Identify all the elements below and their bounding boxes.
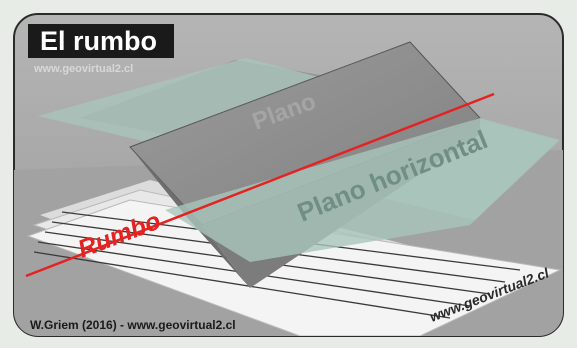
watermark-top: www.geovirtual2.cl <box>33 63 133 75</box>
strike-line <box>25 92 495 278</box>
horizontal-plane-front <box>165 118 560 262</box>
credit-text: W.Griem (2016) - www.geovirtual2.cl <box>30 318 236 332</box>
title-box <box>28 24 174 58</box>
diagram-title: El rumbo <box>40 26 157 56</box>
